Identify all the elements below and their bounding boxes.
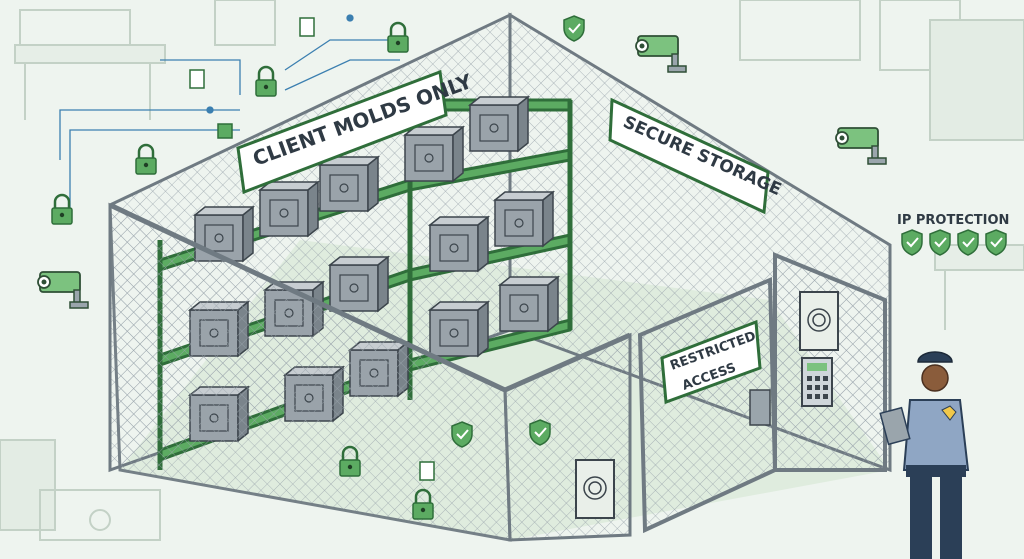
background-workshop <box>0 0 1024 541</box>
ip-protection-shield-icon <box>985 229 1007 256</box>
keypad-icon[interactable] <box>801 357 833 407</box>
security-camera-icon <box>635 35 687 73</box>
padlock-icon <box>134 143 158 176</box>
ip-protection-shield-icon <box>957 229 979 256</box>
document-icon <box>189 17 435 481</box>
circuit-network <box>59 14 400 210</box>
shield-check-icon <box>563 15 585 42</box>
security-camera-icon <box>37 271 89 309</box>
security-camera-icon <box>835 127 887 165</box>
padlock-icon <box>254 65 278 98</box>
shield-check-icon <box>451 421 473 448</box>
fingerprint-scanner-icon <box>575 459 615 519</box>
ip-protection-panel: IP PROTECTION <box>897 213 1009 256</box>
fingerprint-scanner-icon <box>799 291 839 351</box>
security-guard <box>879 351 970 559</box>
ip-protection-shield-icon <box>929 229 951 256</box>
chip-icon <box>217 123 233 139</box>
padlock-icon <box>50 193 74 226</box>
ip-protection-shield-icon <box>901 229 923 256</box>
padlock-icon <box>386 21 410 54</box>
ip-protection-label: IP PROTECTION <box>897 213 1009 228</box>
shield-check-icon <box>529 419 551 446</box>
